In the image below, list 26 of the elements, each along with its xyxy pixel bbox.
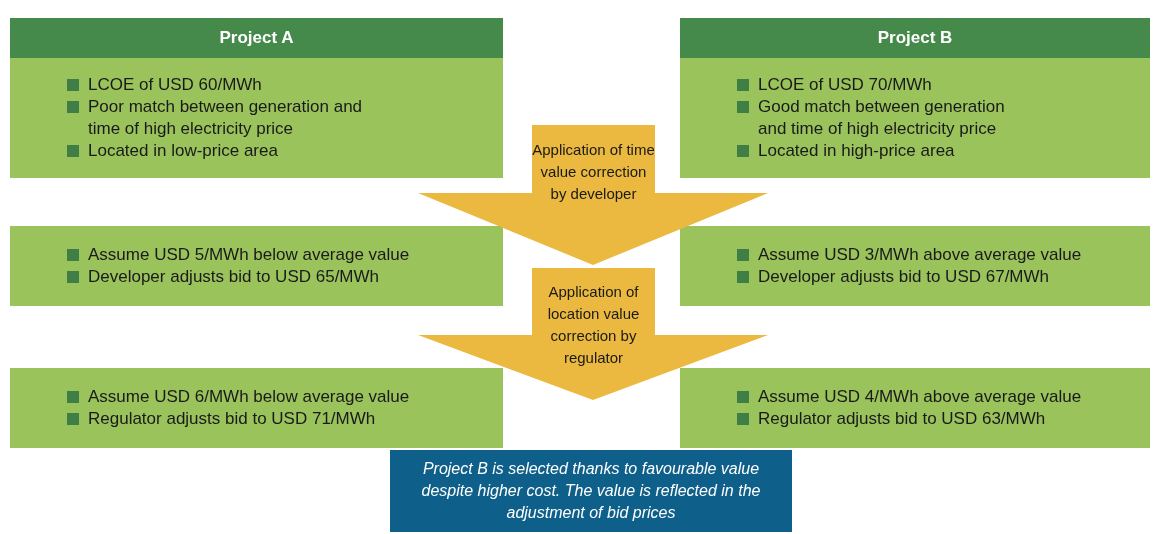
bullet-text: Developer adjusts bid to USD 65/MWh xyxy=(88,266,380,288)
bullet-text: Assume USD 6/MWh below average value xyxy=(88,386,410,408)
project-card xyxy=(10,368,503,448)
bullet-text: Assume USD 3/MWh above average value xyxy=(758,244,1082,266)
bullet-text: Assume USD 5/MWh below average value xyxy=(88,244,410,266)
arrow-label: Application of location value correction by regulator xyxy=(546,282,641,368)
project-card xyxy=(680,18,1150,178)
project-card xyxy=(680,368,1150,448)
bullet-text: Located in high-price area xyxy=(758,140,955,162)
bullet-text: Developer adjusts bid to USD 67/MWh xyxy=(758,266,1050,288)
bullet-text: Located in low-price area xyxy=(88,140,278,162)
arrow-label: Application of time value correction by developer xyxy=(532,140,655,204)
card-header: Project B xyxy=(680,18,1150,58)
bullet-text: LCOE of USD 70/MWh xyxy=(758,74,932,96)
project-card xyxy=(680,226,1150,306)
bullet-text: Regulator adjusts bid to USD 63/MWh xyxy=(758,408,1046,430)
card-header: Project A xyxy=(10,18,503,58)
project-card xyxy=(10,18,503,178)
bullet-text: Assume USD 4/MWh above average value xyxy=(758,386,1082,408)
bullet-text: LCOE of USD 60/MWh xyxy=(88,74,262,96)
bullet-text: Good match between generation and time of high electricity price xyxy=(758,96,1006,140)
project-card xyxy=(10,226,503,306)
conclusion-text: Project B is selected thanks to favourable value despite higher cost. The value is reflected in the adjustment of bid prices xyxy=(420,459,762,523)
bullet-text: Regulator adjusts bid to USD 71/MWh xyxy=(88,408,376,430)
conclusion-box xyxy=(390,450,792,532)
bullet-text: Poor match between generation and time of high electricity price xyxy=(88,96,363,140)
